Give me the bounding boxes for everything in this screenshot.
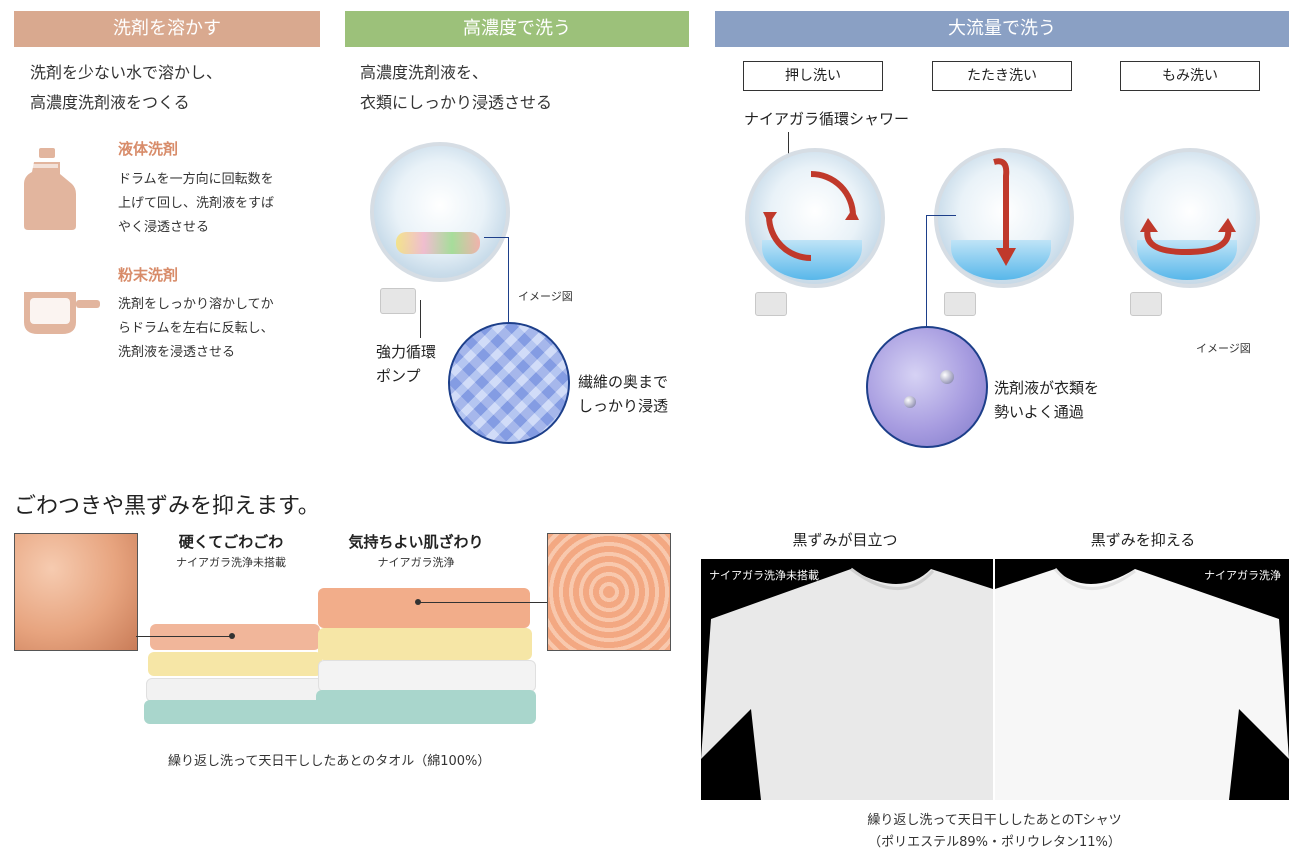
shirt-left-title: 黒ずみが目立つ [792,531,898,549]
circulation-pump [380,288,416,314]
shirt-left-tag: ナイアガラ洗浄未搭載 [709,569,819,582]
shirt-caption: 繰り返し洗って天日干ししたあとのTシャツ （ポリエステル89%・ポリウレタン11… [700,810,1289,854]
towel-stack-right-yellow [318,628,532,660]
powder-detergent-title: 粉末洗剤 [118,266,179,284]
mode-rub-wash: もみ洗い [1120,61,1260,91]
liquid-detergent-desc: ドラムを一方向に回転数を 上げて回し、洗剤液をすば やく浸透させる [118,168,318,240]
dissolve-lead-line-1: 洗剤を少ない水で溶かし、 [30,63,223,82]
powder-detergent-desc: 洗剤をしっかり溶かしてか らドラムを左右に反転し、 洗剤液を浸透させる [118,293,318,365]
pump-pointer-line [420,300,421,338]
fiber-label: 繊維の奥まで しっかり浸透 [578,370,668,418]
shirt-right-tag: ナイアガラ洗浄 [1204,569,1281,582]
bottom-headline: ごわつきや黒ずみを抑えます。 [14,494,320,519]
shirt-caption-line-1: 繰り返し洗って天日干ししたあとのTシャツ [867,813,1122,828]
shirt-divider [993,559,995,800]
tshirt-left-shape [701,567,993,800]
fiber-zoom-circle [448,322,570,444]
pass-label: 洗剤液が衣類を 勢いよく通過 [994,376,1099,424]
shirt-right-photo: ナイアガラ洗浄 [995,559,1289,800]
laundry-colors [396,232,480,254]
section-header-flow: 大流量で洗う [715,11,1289,47]
tshirt-right-shape [995,568,1289,800]
concentrate-lead-line-2: 衣類にしっかり浸透させる [360,93,553,112]
powder-desc-line: 洗剤をしっかり溶かしてか [118,297,274,312]
liquid-desc-line: ドラムを一方向に回転数を [118,172,274,187]
towel-stack-left-white [146,678,326,702]
drum-pump [1130,292,1162,316]
rough-towel-pointer [136,636,232,637]
pass-zoom-leader-v [926,215,927,327]
rough-towel-heading: 硬くてごわごわ ナイアガラ洗浄未搭載 [166,531,296,570]
towel-stack-left-yellow [148,652,322,676]
powder-desc-line: らドラムを左右に反転し、 [118,321,274,336]
circular-arrow-icon [763,171,859,261]
liquid-detergent-title: 液体洗剤 [118,140,179,158]
towel-stack-right-peach [318,588,530,628]
section-header-concentrate: 高濃度で洗う [345,11,689,47]
soft-towel-pointer-dot [415,599,421,605]
rough-towel-closeup-photo [14,533,138,651]
image-note-concentrate: イメージ図 [518,290,573,303]
dissolve-lead: 洗剤を少ない水で溶かし、 高濃度洗剤液をつくる [30,58,320,118]
fiber-weave-overlay [450,324,568,442]
shower-pointer-line [788,132,789,168]
drum-pump [944,292,976,316]
pass-zoom-leader-h [926,215,956,216]
towel-stack-right-white [318,660,536,692]
drum-pump [755,292,787,316]
pass-label-line: 勢いよく通過 [994,403,1084,421]
washing-drum-illustration [370,142,510,282]
fiber-label-line: 繊維の奥まで [578,373,669,391]
shirt-left-photo: ナイアガラ洗浄未搭載 [701,559,993,800]
towel-caption: 繰り返し洗って天日干ししたあとのタオル（綿100%） [168,754,491,769]
detergent-pass-zoom-circle [866,326,988,448]
soft-towel-sub: ナイアガラ洗浄 [377,556,455,569]
rough-towel-sub: ナイアガラ洗浄未搭載 [176,556,286,569]
rough-towel-title: 硬くてごわごわ [178,533,284,551]
concentrate-lead-line-1: 高濃度洗剤液を、 [360,63,489,82]
pump-label-line: 強力循環 [376,343,437,361]
liquid-desc-line: やく浸透させる [118,220,210,235]
shirt-caption-line-2: （ポリエステル89%・ポリウレタン11%） [868,835,1121,850]
liquid-detergent-bottle-icon [24,148,76,230]
powder-detergent-scoop-icon [24,292,100,334]
soft-towel-heading: 気持ちよい肌ざわり ナイアガラ洗浄 [336,531,496,570]
soft-towel-title: 気持ちよい肌ざわり [348,533,484,551]
towel-stack-right-mint [316,690,536,724]
fiber-zoom-leader-v [508,237,509,325]
soft-towel-pointer [418,602,547,603]
liquid-desc-line: 上げて回し、洗剤液をすば [118,196,275,211]
image-note-flow: イメージ図 [1196,342,1251,355]
towel-stack-left-peach [150,624,320,650]
pump-label-line: ポンプ [376,367,421,385]
shirt-right-title: 黒ずみを抑える [1090,531,1196,549]
mode-beat-wash: たたき洗い [932,61,1072,91]
section-header-dissolve: 洗剤を溶かす [14,11,320,47]
bubble [940,370,954,384]
fiber-label-line: しっかり浸透 [578,397,669,415]
concentrate-lead: 高濃度洗剤液を、 衣類にしっかり浸透させる [360,58,680,118]
powder-desc-line: 洗剤液を浸透させる [118,345,236,360]
dissolve-lead-line-2: 高濃度洗剤液をつくる [30,93,190,112]
bubble [904,396,916,408]
soft-towel-closeup-photo [547,533,671,651]
rough-towel-pointer-dot [229,633,235,639]
pass-label-line: 洗剤液が衣類を [994,379,1100,397]
swirl-arrow-icon [1140,218,1236,256]
down-arrow-icon [993,158,1016,266]
niagara-shower-label: ナイアガラ循環シャワー [744,110,910,128]
fiber-zoom-leader-h [484,237,508,238]
towel-stack-left-mint [144,700,326,724]
pump-label: 強力循環 ポンプ [376,340,436,388]
mode-push-wash: 押し洗い [743,61,883,91]
